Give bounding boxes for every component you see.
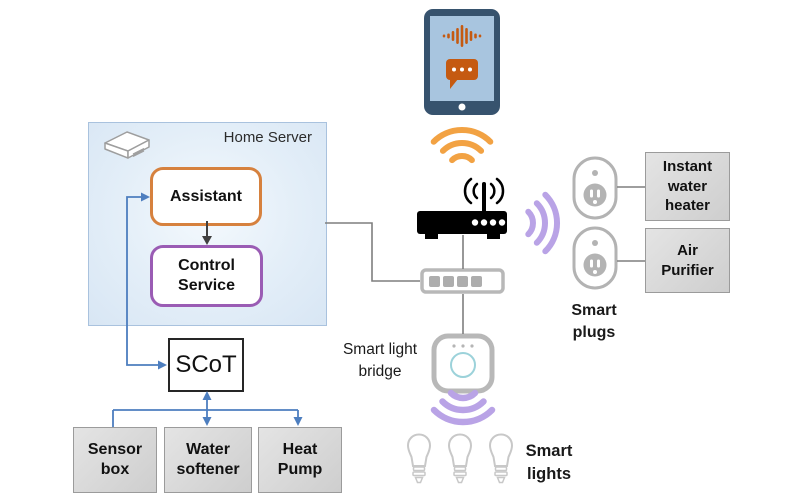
smart-bulb-icon	[405, 433, 433, 487]
wifi-signal-down-icon	[430, 389, 496, 426]
instant-water-heater-label: Instant water heater	[662, 158, 713, 215]
smart-bulb-icon	[446, 433, 474, 487]
wifi-router-icon	[413, 175, 513, 241]
home-button	[458, 103, 466, 111]
sensor-box-label: Sensor box	[87, 440, 143, 478]
assistant-label: Assistant	[169, 187, 243, 205]
ethernet-switch-icon	[420, 268, 505, 294]
heat-pump-node: Heat Pump	[258, 427, 342, 493]
water-softener-node: Water softener	[164, 427, 252, 493]
smart-bulb-icon	[487, 433, 515, 487]
smart-lights-label: Smart lights	[525, 442, 573, 484]
heat-pump-label: Heat Pump	[277, 440, 323, 478]
control-service-label: Control Service	[178, 257, 235, 294]
hue-bridge-icon	[431, 333, 495, 394]
voice-waveform-icon	[442, 25, 482, 47]
wifi-signal-orange-icon	[430, 126, 494, 164]
home-server-title: Home Server	[223, 129, 312, 146]
scot-label: SCoT	[175, 351, 237, 378]
wifi-signal-right-icon	[525, 191, 561, 255]
smart-plug-icon	[572, 226, 618, 290]
assistant-node: Assistant	[150, 167, 262, 226]
server-unit-icon	[98, 126, 156, 168]
air-purifier-node: Air Purifier	[645, 228, 730, 293]
control-service-node: Control Service	[150, 245, 263, 307]
instant-water-heater-node: Instant water heater	[645, 152, 730, 221]
sensor-box-node: Sensor box	[73, 427, 157, 493]
air-purifier-label: Air Purifier	[661, 242, 714, 279]
smart-light-bridge-label: Smart light bridge	[342, 341, 418, 381]
scot-devices-connectors	[112, 391, 303, 427]
chat-bubble-icon	[446, 59, 478, 89]
water-softener-label: Water softener	[176, 440, 240, 478]
tablet-voice-assistant-icon	[423, 8, 501, 116]
smart-plugs-label: Smart plugs	[571, 302, 617, 342]
scot-node: SCoT	[168, 338, 244, 392]
smart-plug-icon	[572, 156, 618, 220]
